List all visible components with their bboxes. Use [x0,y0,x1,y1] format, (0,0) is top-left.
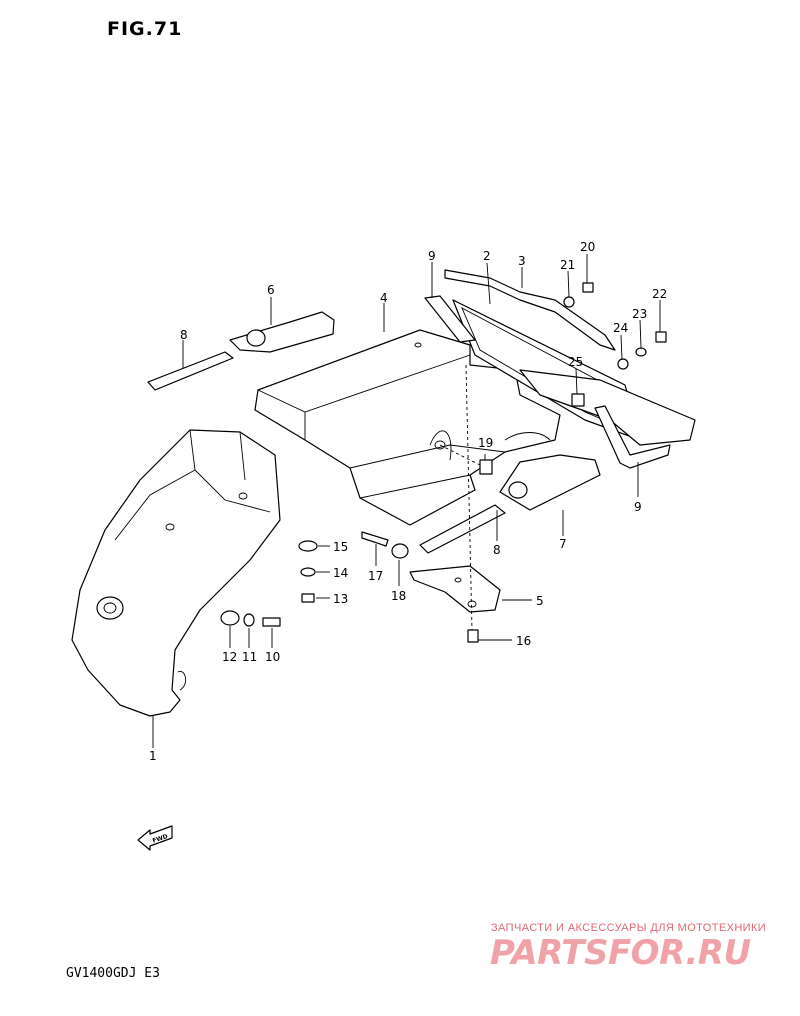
rear-fender-part [71,429,281,717]
figure-title: FIG.71 [107,18,183,40]
callout-12: 12 [222,650,237,664]
cover-7-part [499,454,601,511]
callout-18: 18 [391,589,406,603]
undertray-part [254,329,561,526]
callout-22: 22 [652,287,667,301]
forward-arrow-icon: FWD [137,825,173,851]
callout-9-left: 9 [428,249,436,263]
strip-left-part [424,295,476,343]
callout-16: 16 [516,634,531,648]
callout-13: 13 [333,592,348,606]
seal-strip-part [444,269,616,351]
callout-1: 1 [149,749,157,763]
callout-24: 24 [613,321,628,335]
cover-part [229,311,335,353]
callout-8-lower: 8 [493,543,501,557]
strip-8-upper-part [147,351,234,391]
fwd-label: FWD [152,833,169,845]
watermark-logo[interactable]: PARTSFOR.RU [490,933,751,973]
callout-9-right: 9 [634,500,642,514]
callout-20: 20 [580,240,595,254]
callout-10: 10 [265,650,280,664]
callout-21: 21 [560,258,575,272]
callout-19: 19 [478,436,493,450]
assembly-axis-lines [439,364,481,631]
callout-23: 23 [632,307,647,321]
callout-6: 6 [267,283,275,297]
strip-8-lower-part [419,504,506,554]
callout-17: 17 [368,569,383,583]
callout-4: 4 [380,291,388,305]
callout-14: 14 [333,566,348,580]
model-code: GV1400GDJ E3 [66,966,160,981]
callout-25: 25 [568,355,583,369]
leader-lines [152,254,661,748]
hardware-parts [220,282,667,643]
tray-side-part [519,369,696,446]
callout-7: 7 [559,537,567,551]
callout-8-upper: 8 [180,328,188,342]
callout-11: 11 [242,650,257,664]
callout-3: 3 [518,254,526,268]
callout-15: 15 [333,540,348,554]
callout-numbers: 1 2 3 4 5 6 7 8 8 9 9 10 11 12 13 14 15 … [149,240,667,763]
bracket-part [409,565,501,613]
callout-2: 2 [483,249,491,263]
watermark-tagline: ЗАПЧАСТИ И АКСЕССУАРЫ ДЛЯ МОТОТЕХНИКИ [491,922,767,934]
callout-5: 5 [536,594,544,608]
strip-right-part [594,405,671,469]
